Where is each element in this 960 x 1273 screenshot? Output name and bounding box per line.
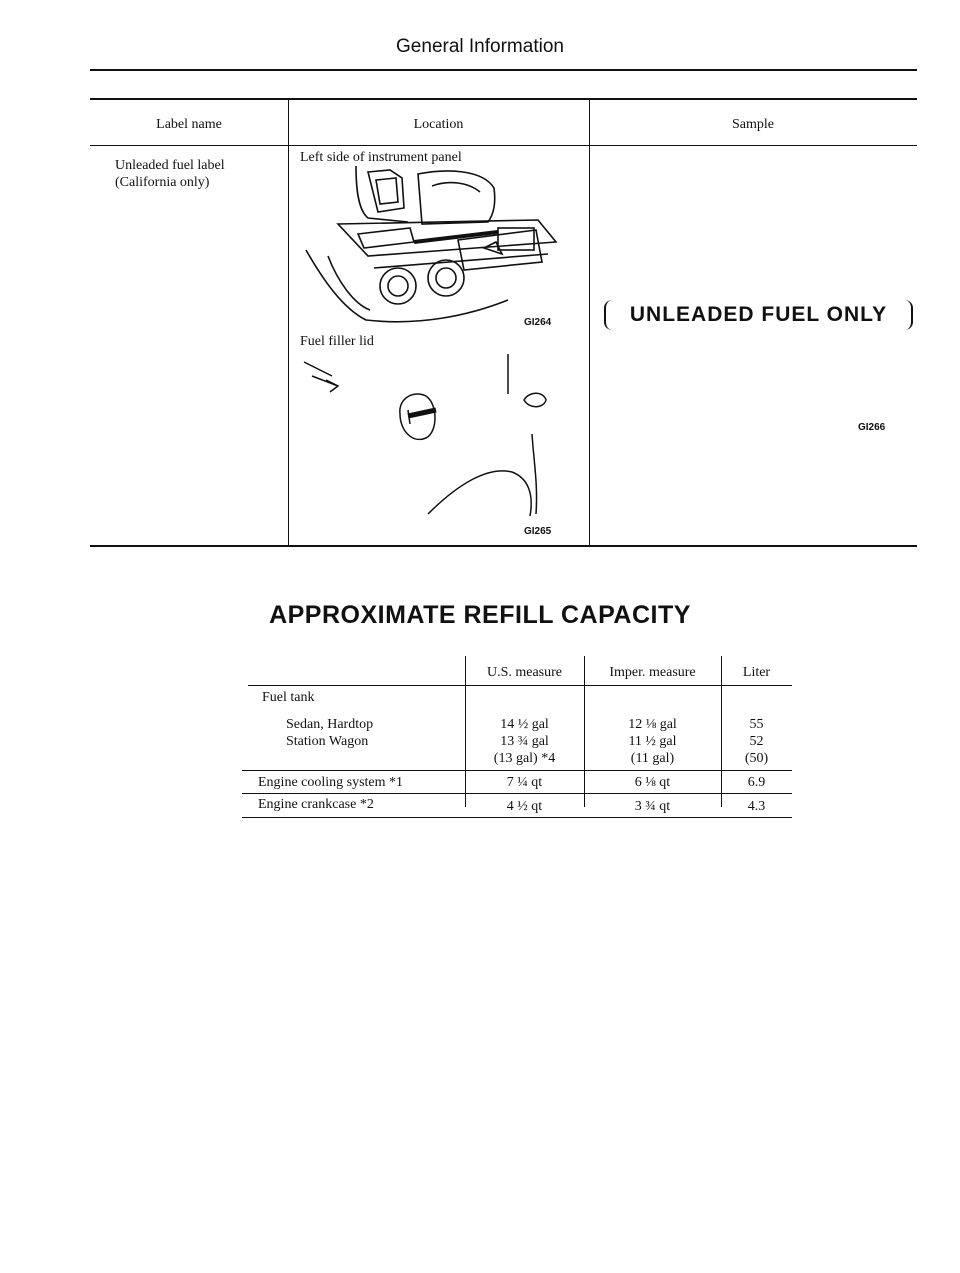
fuel-us-3: (13 gal) *4 <box>493 751 556 766</box>
fuel-imp-2: 11 ½ gal <box>628 734 677 749</box>
figure-code-gi265: GI265 <box>524 526 552 537</box>
refill-capacity-title: APPROXIMATE REFILL CAPACITY <box>269 601 691 629</box>
col-header-sample: Sample <box>732 117 774 132</box>
label-name-line-2: (California only) <box>115 175 210 190</box>
label-table-divider-2 <box>589 98 590 546</box>
fuel-liter-1: 55 <box>749 717 764 732</box>
sample-unleaded-label: UNLEADED FUEL ONLY <box>604 300 913 330</box>
page-header: General Information <box>396 36 564 57</box>
engine-crankcase-us: 4 ½ qt <box>506 799 543 814</box>
col-header-location: Location <box>413 117 464 132</box>
fuel-filler-lid-illustration <box>303 354 547 517</box>
refill-rule-after-fuel <box>242 770 792 771</box>
row-label-fuel-tank: Fuel tank <box>262 690 315 705</box>
row-label-engine-cooling: Engine cooling system *1 <box>258 775 404 790</box>
col-header-label-name: Label name <box>156 117 222 132</box>
label-name-line-1: Unleaded fuel label <box>115 158 225 173</box>
label-table-bottom-rule <box>90 545 917 547</box>
instrument-panel-illustration <box>305 165 558 323</box>
fuel-liter-2: 52 <box>749 734 764 749</box>
engine-cooling-imp: 6 ⅛ qt <box>634 775 671 790</box>
refill-rule-1 <box>242 793 792 794</box>
fuel-imp-1: 12 ⅛ gal <box>628 717 677 732</box>
location-caption-instrument-panel: Left side of instrument panel <box>300 150 462 165</box>
refill-col-divider-3 <box>721 656 722 807</box>
engine-crankcase-imp: 3 ¾ qt <box>634 799 671 814</box>
engine-crankcase-liter: 4.3 <box>747 799 766 814</box>
figure-code-gi266: GI266 <box>858 422 886 433</box>
fuel-us-1: 14 ½ gal <box>500 717 549 732</box>
row-label-fuel-sedan-hardtop: Sedan, Hardtop <box>286 717 374 732</box>
row-label-engine-crankcase: Engine crankcase *2 <box>258 797 374 812</box>
refill-rule-2 <box>242 817 792 818</box>
refill-col-divider-2 <box>584 656 585 807</box>
engine-cooling-us: 7 ¼ qt <box>506 775 543 790</box>
refill-col-divider-1 <box>465 656 466 807</box>
label-table-divider-1 <box>288 98 289 546</box>
fuel-us-2: 13 ¾ gal <box>500 734 549 749</box>
figure-code-gi264: GI264 <box>524 317 552 328</box>
refill-header-rule <box>248 685 792 686</box>
col-header-us-measure: U.S. measure <box>486 665 563 680</box>
header-rule <box>90 69 917 71</box>
label-table-top-rule <box>90 98 917 100</box>
fuel-liter-3: (50) <box>744 751 769 766</box>
label-table-header-rule <box>90 145 917 146</box>
fuel-imp-3: (11 gal) <box>630 751 675 766</box>
location-caption-fuel-filler-lid: Fuel filler lid <box>300 334 374 349</box>
col-header-imp-measure: Imper. measure <box>609 665 696 680</box>
col-header-liter: Liter <box>742 665 771 680</box>
engine-cooling-liter: 6.9 <box>747 775 766 790</box>
row-label-fuel-station-wagon: Station Wagon <box>286 734 369 749</box>
